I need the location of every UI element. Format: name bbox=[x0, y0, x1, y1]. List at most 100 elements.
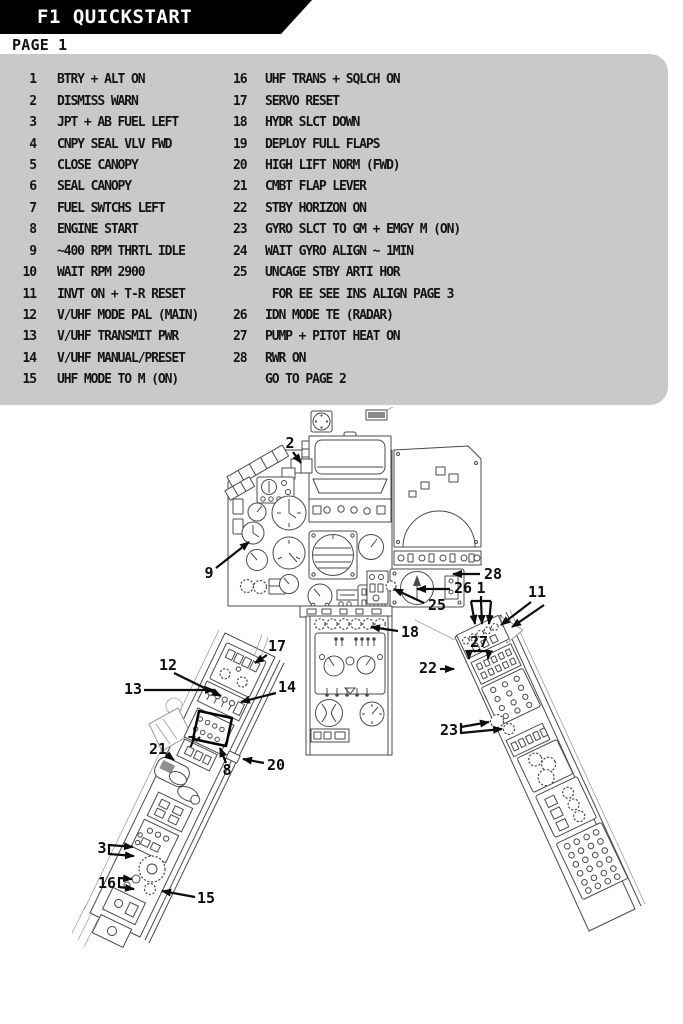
lower-panel bbox=[102, 886, 146, 926]
vhf-control-head bbox=[209, 642, 267, 698]
callout-20: 20 bbox=[242, 756, 285, 774]
checklist-item-number: 16 bbox=[233, 72, 248, 88]
checklist-item-text: CNPY SEAL VLV FWD bbox=[57, 136, 172, 152]
callout-11: 11 bbox=[500, 583, 546, 628]
checklist-item-text: DISMISS WARN bbox=[57, 93, 139, 109]
callout-2: 2 bbox=[285, 434, 302, 464]
callout-16: 16 bbox=[98, 874, 135, 892]
uncage-knob bbox=[385, 580, 397, 592]
checklist-item-number: 26 bbox=[233, 308, 248, 324]
checklist-item-number: 24 bbox=[233, 243, 248, 259]
throttle-lever bbox=[154, 756, 190, 788]
callout-label: 21 bbox=[149, 740, 167, 758]
checklist-item-text: UNCAGE STBY ARTI HOR bbox=[265, 265, 401, 281]
callout-label: 11 bbox=[528, 583, 546, 601]
toggle-switch-panel bbox=[481, 668, 541, 726]
checklist-item-number: 1 bbox=[29, 72, 37, 88]
checklist-item-number: 17 bbox=[233, 93, 248, 109]
checklist-row: 14 V/UHF MANUAL/PRESET 28 RWR ON bbox=[0, 348, 668, 369]
callout-label: 13 bbox=[124, 680, 142, 698]
checklist-item-number: 14 bbox=[22, 350, 38, 366]
checklist-item-number: 25 bbox=[233, 265, 248, 281]
callout-label: 27 bbox=[470, 633, 488, 651]
callout-27: 27 bbox=[465, 633, 494, 660]
callout-label: 15 bbox=[197, 889, 215, 907]
checklist-item-text: BTRY + ALT ON bbox=[57, 72, 146, 88]
callout-label: 20 bbox=[267, 756, 285, 774]
checklist-item-text: HYDR SLCT DOWN bbox=[265, 115, 360, 131]
checklist-item-text: WAIT GYRO ALIGN ~ 1MIN bbox=[265, 243, 414, 259]
callout-label: 26 bbox=[454, 579, 472, 597]
callout-label: 28 bbox=[484, 565, 502, 583]
checklist-item-text: JPT + AB FUEL LEFT bbox=[57, 115, 179, 131]
checklist-item-text: RWR ON bbox=[265, 350, 306, 366]
switch-row-panel bbox=[505, 722, 551, 758]
callout-label: 23 bbox=[440, 721, 458, 739]
checklist-item-number: 10 bbox=[22, 265, 38, 281]
callout-label: 17 bbox=[268, 637, 286, 655]
lighting-knob-panel bbox=[517, 739, 573, 793]
checklist-item-number: 5 bbox=[29, 157, 37, 173]
checklist-item-number: 6 bbox=[29, 179, 37, 195]
warning-light-strip bbox=[224, 476, 256, 501]
callout-15: 15 bbox=[161, 888, 215, 907]
checklist-item-number: 3 bbox=[29, 115, 37, 131]
console-end-panel bbox=[91, 914, 133, 948]
checklist-item-number: 28 bbox=[233, 350, 248, 366]
callout-1: 1 bbox=[469, 579, 494, 625]
callout-22: 22 bbox=[419, 659, 455, 677]
checklist-item-number: 9 bbox=[29, 243, 37, 259]
callout-label: 9 bbox=[204, 564, 213, 582]
callout-8: 8 bbox=[218, 747, 232, 779]
radar-scope bbox=[393, 445, 482, 548]
callout-28: 28 bbox=[452, 565, 502, 583]
checklist-item-text: FOR EE SEE INS ALIGN PAGE 3 bbox=[265, 286, 455, 302]
checklist-item-text: ENGINE START bbox=[57, 222, 139, 238]
checklist-item-number: 27 bbox=[233, 329, 248, 345]
switch-strip bbox=[393, 550, 482, 566]
callout-9: 9 bbox=[204, 541, 250, 582]
checklist-item-number: 11 bbox=[22, 286, 38, 302]
callout-23: 23 bbox=[440, 719, 503, 739]
checklist-item-number: 12 bbox=[22, 308, 38, 324]
callout-label: 25 bbox=[428, 596, 446, 614]
high-lift-latch bbox=[225, 750, 241, 764]
aux-panel bbox=[176, 738, 218, 772]
uhf-mode-knob bbox=[143, 882, 157, 896]
checklist-item-number: 8 bbox=[29, 222, 37, 238]
checklist-item-text: STBY HORIZON ON bbox=[265, 200, 367, 216]
checklist-item-text: V/UHF TRANSMIT PWR bbox=[57, 329, 179, 345]
checklist-item-number: 21 bbox=[233, 179, 248, 195]
callout-label: 2 bbox=[285, 434, 294, 452]
callout-label: 14 bbox=[278, 678, 296, 696]
checklist-row: 1 BTRY + ALT ON 16 UHF TRANS + SQLCH ON bbox=[0, 69, 668, 90]
checklist-item-text: V/UHF MODE PAL (MAIN) bbox=[57, 308, 199, 324]
checklist-item-number: 4 bbox=[29, 136, 37, 152]
checklist-item-text: FUEL SWTCHS LEFT bbox=[57, 200, 166, 216]
callout-label: 7 bbox=[187, 733, 196, 751]
callout-7: 7 bbox=[187, 733, 201, 751]
checklist-item-text: V/UHF MANUAL/PRESET bbox=[57, 350, 186, 366]
checklist-item-text: PUMP + PITOT HEAT ON bbox=[265, 329, 401, 345]
page-title: F1 QUICKSTART bbox=[37, 6, 193, 28]
checklist-item-number: 2 bbox=[29, 93, 37, 109]
checklist-item-number: 19 bbox=[233, 136, 248, 152]
jpt-panel bbox=[130, 818, 180, 864]
callout-label: 16 bbox=[98, 874, 116, 892]
checklist-item-text: UHF TRANS + SQLCH ON bbox=[265, 72, 401, 88]
checklist-item-text: GO TO PAGE 2 bbox=[265, 372, 347, 388]
callout-label: 8 bbox=[222, 761, 231, 779]
checklist-item-text: SERVO RESET bbox=[265, 93, 340, 109]
callout-13: 13 bbox=[124, 680, 215, 698]
